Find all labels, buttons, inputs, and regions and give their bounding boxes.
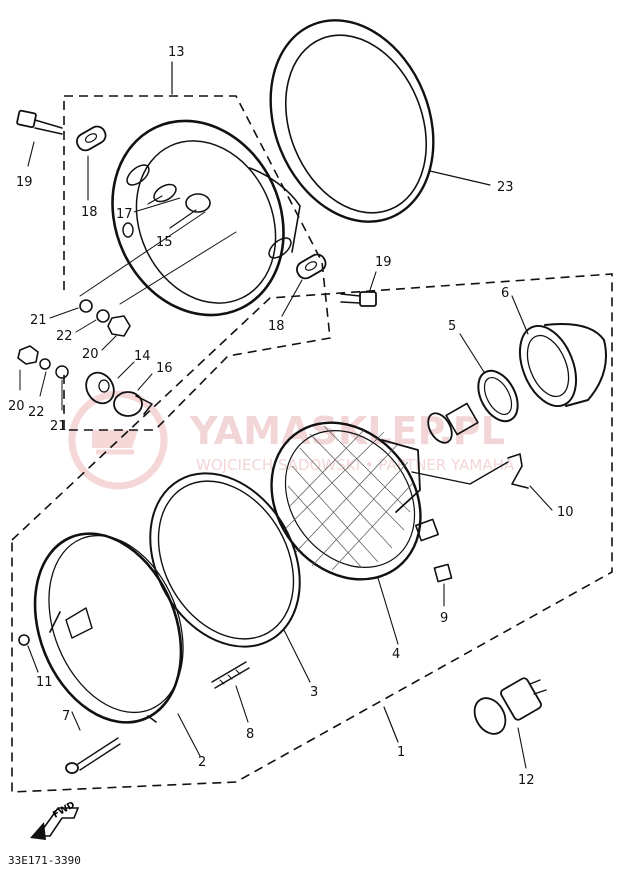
label-10: 10 <box>557 505 574 520</box>
label-15: 15 <box>156 235 173 250</box>
label-19-top: 19 <box>16 175 33 190</box>
label-2: 2 <box>198 755 206 770</box>
label-16: 16 <box>156 361 173 376</box>
part-11-screw <box>18 634 39 673</box>
part-6-socket-cover <box>511 295 607 408</box>
part-code: 33E171-3390 <box>8 854 81 867</box>
part-19-bolts <box>16 109 377 307</box>
part-13-housing <box>79 119 301 317</box>
label-19-right: 19 <box>375 255 392 270</box>
group-13-outline <box>63 61 331 431</box>
part-18-grommets <box>76 125 327 317</box>
label-3: 3 <box>310 685 318 700</box>
watermark-tagline: WOJCIECH SADOWSKI • PARTNER YAMAHA <box>196 456 515 474</box>
label-14: 14 <box>134 349 151 364</box>
part-10-wire-clip <box>507 453 553 511</box>
bulb-inline <box>427 402 479 444</box>
part-12-bulb <box>473 677 547 769</box>
watermark-logo <box>68 390 168 490</box>
label-21-top: 21 <box>30 313 47 328</box>
watermark-brand: YAMASKLEP.PL <box>189 409 505 453</box>
leader-lines <box>133 197 181 213</box>
label-22-left: 22 <box>28 405 45 420</box>
part-labels: 13 23 19 18 17 15 19 18 21 22 20 14 16 2… <box>8 45 574 788</box>
label-17: 17 <box>116 207 133 222</box>
label-8: 8 <box>246 727 254 742</box>
label-6: 6 <box>501 286 509 301</box>
parts-20-21-22-upper <box>49 299 131 351</box>
part-8-screw <box>211 661 250 723</box>
group-1-outline <box>11 273 613 793</box>
label-4: 4 <box>392 647 400 662</box>
part-9-clip <box>433 563 453 607</box>
label-7: 7 <box>62 709 70 724</box>
label-21-left: 21 <box>50 419 67 434</box>
label-5: 5 <box>448 319 456 334</box>
watermark: YAMASKLEP.PL WOJCIECH SADOWSKI • PARTNER… <box>68 390 515 490</box>
part-5-retaining-ring <box>459 333 519 423</box>
lens-crosshatch <box>283 425 413 571</box>
fwd-arrow-icon: FWD <box>30 800 80 840</box>
label-23: 23 <box>497 180 514 195</box>
label-11: 11 <box>36 675 53 690</box>
parts-14-16-20-21-22-lower <box>17 345 153 417</box>
label-12: 12 <box>518 773 535 788</box>
label-20-top: 20 <box>82 347 99 362</box>
part-23-rim <box>269 19 491 223</box>
label-1: 1 <box>397 745 405 760</box>
label-18-right: 18 <box>268 319 285 334</box>
label-9: 9 <box>440 611 448 626</box>
part-2-front-rim <box>33 532 201 757</box>
label-20-left: 20 <box>8 399 25 414</box>
part-7-screw <box>65 711 121 774</box>
label-18-top: 18 <box>81 205 98 220</box>
label-13: 13 <box>168 45 185 60</box>
label-22-top: 22 <box>56 329 73 344</box>
parts-15-17-hardware <box>147 195 197 229</box>
